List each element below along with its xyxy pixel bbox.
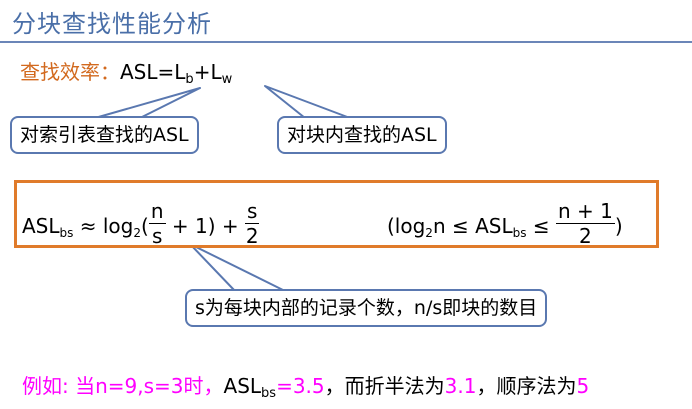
frac3-den: 2: [579, 224, 592, 248]
page-title: 分块查找性能分析: [12, 10, 212, 38]
asl-text: ASL: [22, 214, 60, 238]
range-n: n ≤ ASL: [432, 214, 513, 238]
range-asl-sub: bs: [512, 226, 527, 240]
callout-index-asl: 对索引表查找的ASL: [10, 116, 199, 154]
efficiency-sub-w: w: [221, 72, 233, 87]
example-binary-label: ，而折半法为: [324, 374, 445, 398]
callout-s-meaning: s为每块内部的记录个数，n/s即块的数目: [185, 289, 548, 327]
example-asl-sub: bs: [261, 386, 277, 401]
efficiency-plus: +L: [193, 60, 222, 84]
efficiency-asl: ASL=L: [120, 60, 186, 84]
title-underline: [0, 41, 692, 43]
frac2-den: 2: [245, 224, 259, 248]
paren-open: (: [141, 214, 149, 238]
pointer-index: [94, 87, 201, 119]
frac1-num: n: [148, 199, 166, 224]
approx-log: ≈ log: [73, 214, 134, 238]
frac3-num: n + 1: [555, 199, 615, 224]
range-le: ≤: [526, 214, 556, 238]
range-open: (log: [387, 214, 426, 238]
efficiency-formula: 查找效率：ASL=Lb+Lw: [20, 56, 232, 87]
range-log-base: 2: [425, 226, 433, 240]
asl-sub: bs: [59, 226, 74, 240]
example-value-block: =3.5: [276, 374, 325, 398]
callout-block-asl: 对块内查找的ASL: [277, 116, 447, 154]
frac1-den: s: [151, 224, 163, 248]
example-value-binary: 3.1: [444, 374, 477, 398]
frac2-num: s: [245, 199, 260, 224]
pointer-block: [264, 85, 351, 119]
example-value-sequential: 5: [576, 374, 590, 398]
efficiency-sub-b: b: [185, 72, 194, 87]
example-prefix: 例如: 当n=9,s=3时，: [22, 374, 224, 398]
formula-middle: + 1) +: [165, 214, 245, 238]
example-line: 例如: 当n=9,s=3时，ASLbs=3.5，而折半法为3.1，顺序法为5: [22, 370, 589, 401]
example-asl: ASL: [223, 374, 262, 398]
log-base: 2: [133, 226, 142, 240]
example-sequential-label: ，顺序法为: [476, 374, 577, 398]
efficiency-label: 查找效率：: [20, 60, 120, 84]
range-close: ): [614, 214, 623, 238]
